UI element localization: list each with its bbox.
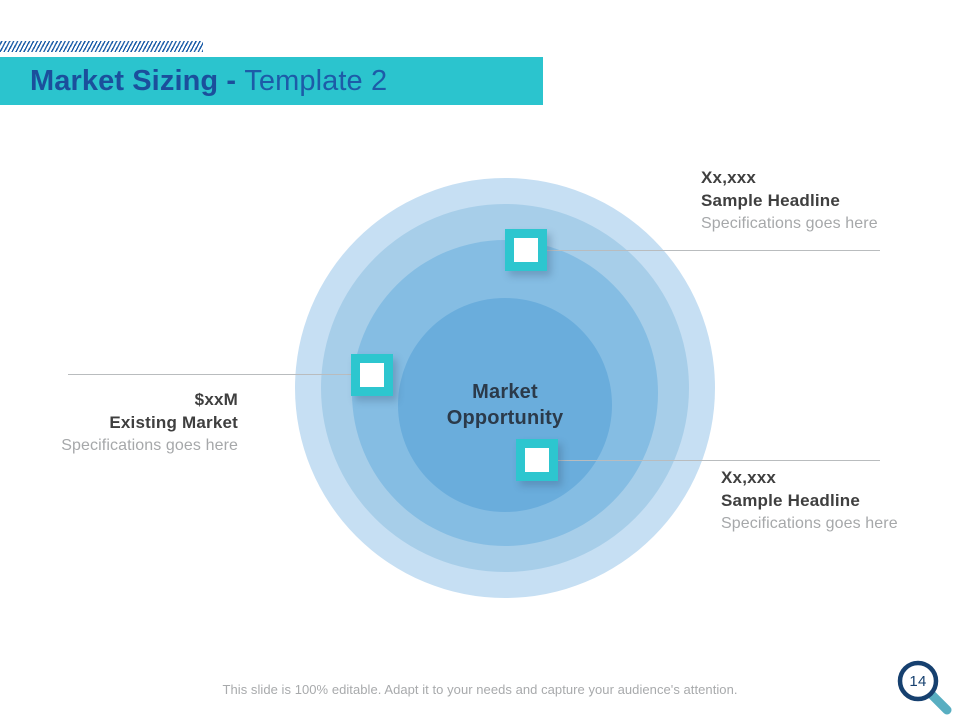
callout-left-headline: Existing Market xyxy=(109,413,238,433)
callout-bottom-headline: Sample Headline xyxy=(721,491,861,511)
title-bar: Market Sizing - Template 2 xyxy=(0,57,543,105)
circle-core-label: Market Opportunity xyxy=(398,298,612,512)
page-title: Market Sizing - Template 2 xyxy=(30,64,388,97)
marker-inner-square xyxy=(514,238,538,262)
magnifier-icon xyxy=(897,660,952,715)
callout-left: $xxM Existing Market Specifications goes… xyxy=(0,388,238,457)
page-badge: 14 xyxy=(897,660,955,718)
callout-left-value: $xxM xyxy=(194,390,238,409)
page-number: 14 xyxy=(909,672,927,690)
callout-bottom-value: Xx,xxx xyxy=(721,468,777,487)
square-marker-icon-bottom[interactable] xyxy=(516,439,558,481)
marker-inner-square xyxy=(360,363,384,387)
square-marker-icon-top[interactable] xyxy=(505,229,547,271)
connector-line-top xyxy=(547,250,880,251)
hatch-decoration-icon xyxy=(0,41,203,52)
callout-left-spec: Specifications goes here xyxy=(61,436,238,454)
circle-core xyxy=(398,298,612,512)
circle-core-label-line2: Opportunity xyxy=(446,407,564,429)
callout-top-headline: Sample Headline xyxy=(701,191,841,211)
connector-line-left xyxy=(68,374,358,375)
circle-core-label-line1: Market xyxy=(472,380,538,403)
square-marker-icon-left[interactable] xyxy=(351,354,393,396)
callout-bottom-spec: Specifications goes here xyxy=(721,514,898,532)
footer-note: This slide is 100% editable. Adapt it to… xyxy=(222,682,738,697)
callout-top: Xx,xxx Sample Headline Specifications go… xyxy=(701,166,878,235)
page-title-dash: - xyxy=(218,64,245,97)
page-title-light: Template 2 xyxy=(244,64,388,97)
marker-inner-square xyxy=(525,448,549,472)
connector-line-bottom xyxy=(556,460,880,461)
callout-bottom: Xx,xxx Sample Headline Specifications go… xyxy=(721,466,898,535)
callout-top-spec: Specifications goes here xyxy=(701,214,878,232)
page-title-strong: Market Sizing xyxy=(30,64,219,97)
callout-top-value: Xx,xxx xyxy=(701,168,757,187)
